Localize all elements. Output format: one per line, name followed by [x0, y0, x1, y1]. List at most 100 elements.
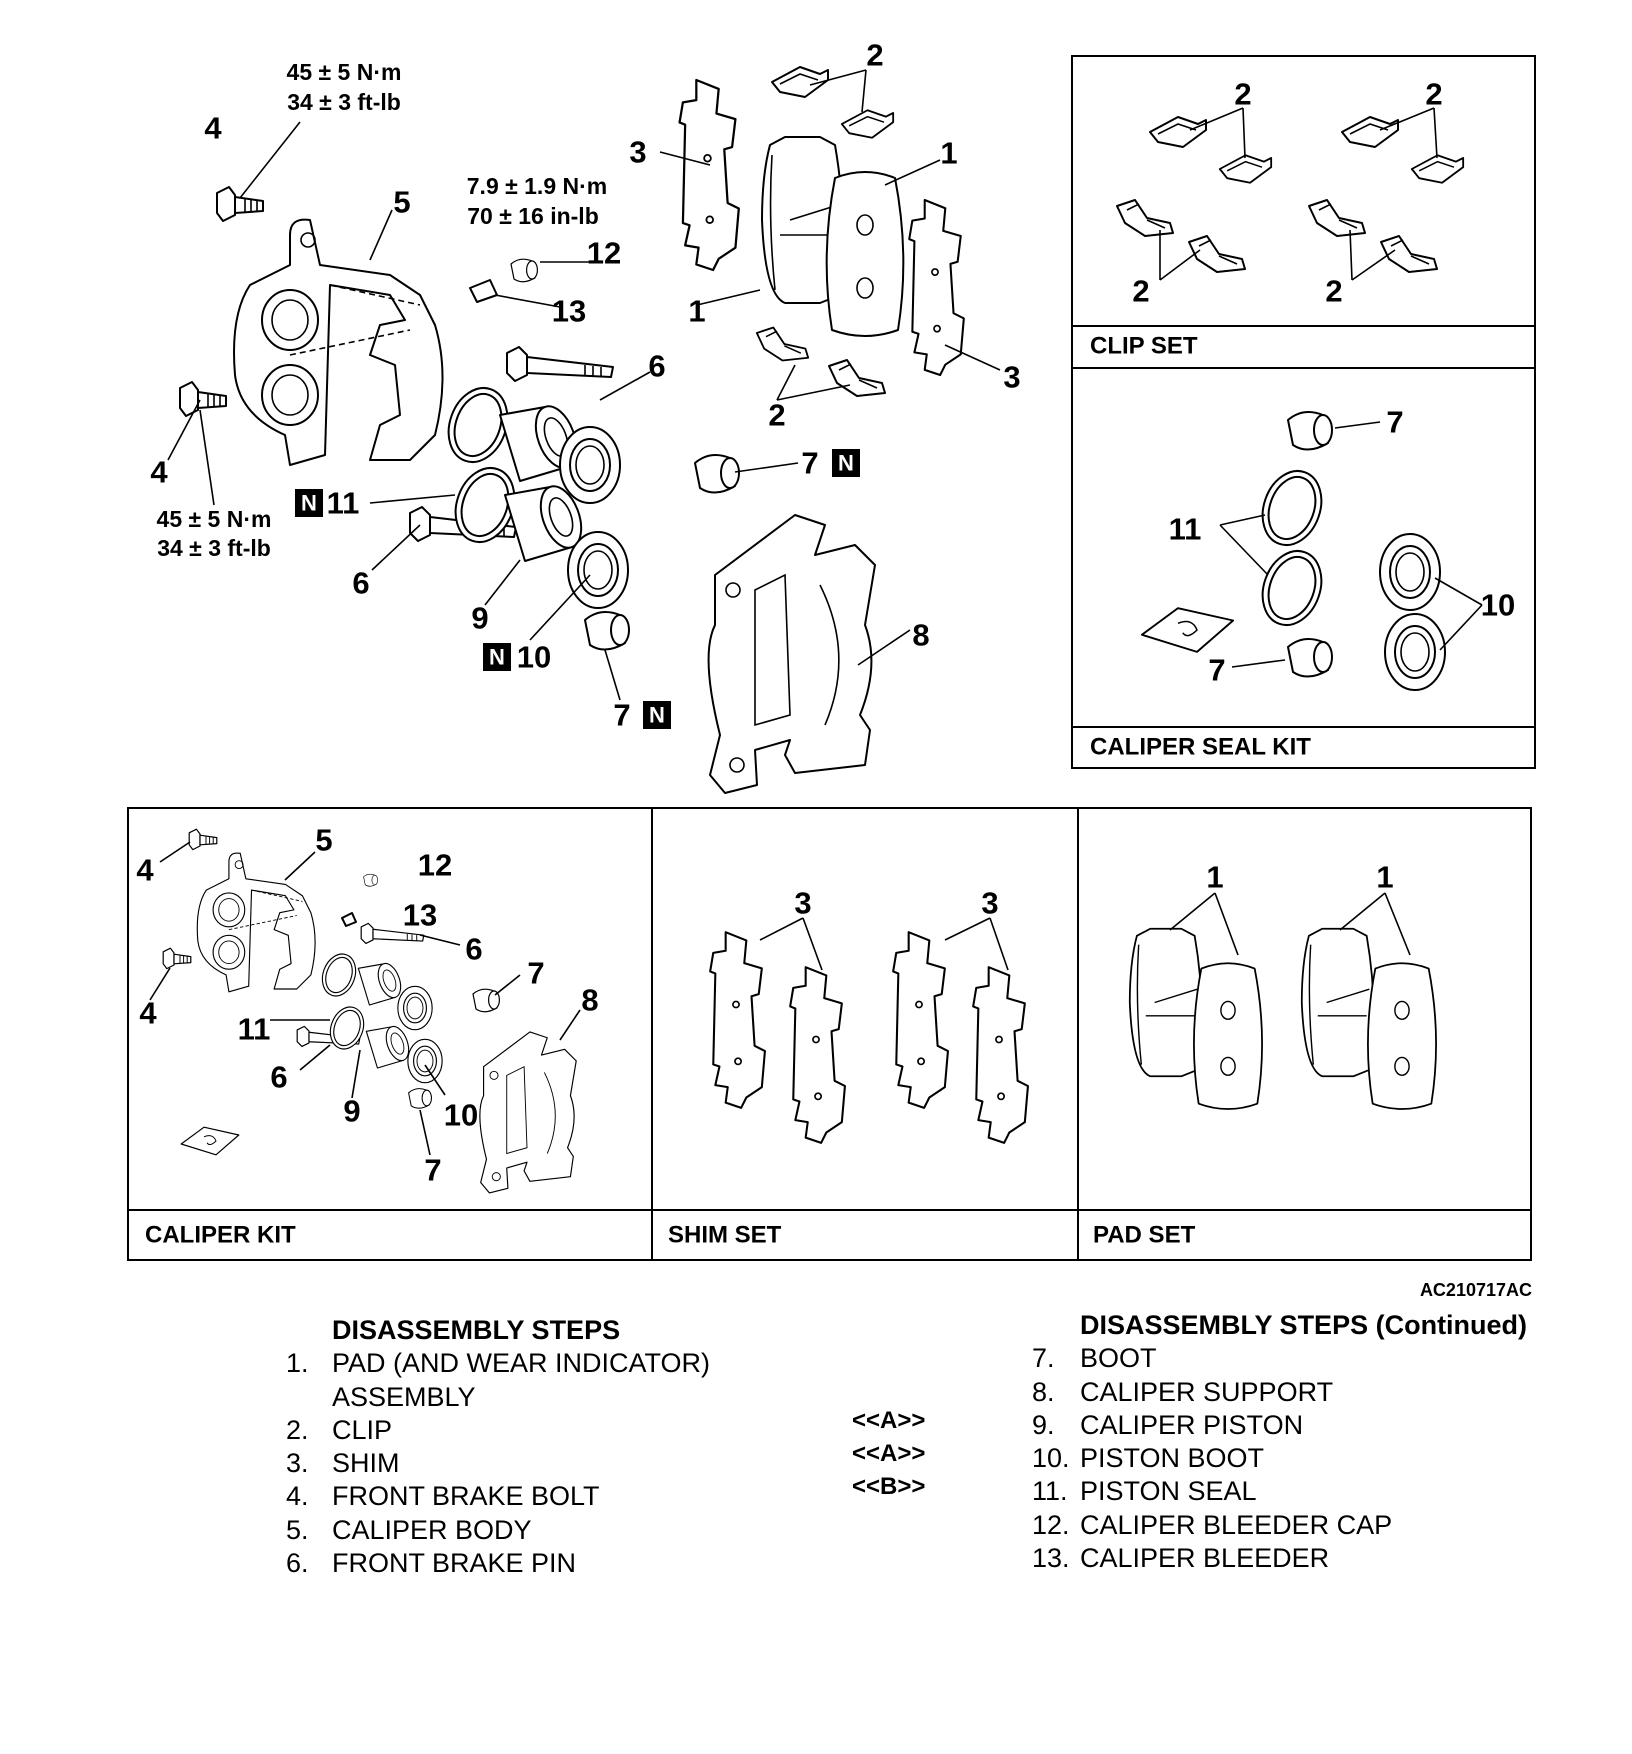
- step-item: 5.CALIPER BODY: [286, 1514, 532, 1545]
- step-item-cont: ASSEMBLY: [332, 1381, 476, 1412]
- svg-text:45 ± 5 N·m: 45 ± 5 N·m: [157, 506, 272, 532]
- svg-text:34 ± 3 ft-lb: 34 ± 3 ft-lb: [157, 535, 271, 561]
- caliper-seal-kit-label: CALIPER SEAL KIT: [1090, 734, 1311, 761]
- svg-text:12: 12: [418, 848, 452, 883]
- svg-text:5: 5: [315, 823, 332, 858]
- callout-12: 12: [587, 236, 621, 271]
- svg-text:7: 7: [1208, 653, 1225, 688]
- pad-set-label: PAD SET: [1093, 1222, 1196, 1249]
- step-item: 8.CALIPER SUPPORT: [1032, 1376, 1334, 1407]
- callout-2: 2: [866, 38, 883, 73]
- boot-upper: [694, 453, 740, 494]
- service-mark: <<B>>: [852, 1473, 926, 1500]
- shim-set-label: SHIM SET: [668, 1222, 782, 1249]
- clip-set-label: CLIP SET: [1090, 333, 1198, 360]
- svg-text:N: N: [649, 703, 665, 728]
- figure-code: AC210717AC: [1419, 1280, 1532, 1300]
- svg-text:10: 10: [1481, 588, 1515, 623]
- callout-3: 3: [1003, 360, 1020, 395]
- clip: [840, 109, 895, 139]
- svg-text:7: 7: [1386, 405, 1403, 440]
- callout-1: 1: [940, 136, 957, 171]
- callout-8: 8: [912, 618, 929, 653]
- main-exploded-view: 2 3 1 4 5 12 13 1 6 3 2 7 4 11 6 9 10 7 …: [150, 38, 1021, 794]
- svg-text:1: 1: [1206, 860, 1223, 895]
- step-item: 4.FRONT BRAKE BOLT: [286, 1481, 600, 1512]
- svg-text:45 ± 5 N·m: 45 ± 5 N·m: [287, 59, 402, 85]
- callout-7: 7: [801, 446, 818, 481]
- clip: [827, 358, 887, 398]
- leader-lines: [167, 69, 1001, 701]
- svg-text:4: 4: [136, 853, 154, 888]
- step-item: 12.CALIPER BLEEDER CAP: [1032, 1509, 1393, 1540]
- svg-text:4: 4: [139, 996, 157, 1031]
- steps-heading: DISASSEMBLY STEPS (Continued): [1080, 1310, 1528, 1340]
- new-part-badges: N N N N: [295, 449, 860, 729]
- clip: [755, 326, 810, 362]
- front-brake-bolt-lower: [179, 381, 227, 417]
- svg-text:3: 3: [981, 886, 998, 921]
- step-item: 6.FRONT BRAKE PIN: [286, 1548, 577, 1579]
- clip-set-panel: 2 2 2 2 CLIP SET: [1071, 55, 1536, 369]
- step-item: 2.CLIP: [286, 1414, 393, 1445]
- svg-text:6: 6: [465, 932, 482, 967]
- svg-text:9: 9: [343, 1094, 360, 1129]
- step-item: 7.BOOT: [1032, 1343, 1157, 1374]
- callout-7: 7: [613, 698, 630, 733]
- svg-text:8: 8: [581, 983, 598, 1018]
- callout-2: 2: [768, 398, 785, 433]
- caliper-body: [233, 218, 444, 466]
- svg-text:7: 7: [424, 1153, 441, 1188]
- svg-text:34 ± 3 ft-lb: 34 ± 3 ft-lb: [287, 89, 401, 115]
- svg-text:11: 11: [238, 1012, 271, 1047]
- shim-set-panel: 3 3 SHIM SET: [668, 886, 1029, 1249]
- callout-numbers: 2 3 1 4 5 12 13 1 6 3 2 7 4 11 6 9 10 7 …: [150, 38, 1020, 733]
- step-item: 3.SHIM: [286, 1448, 400, 1479]
- step-item: 1.PAD (AND WEAR INDICATOR): [286, 1348, 711, 1379]
- pad-outer: [825, 170, 905, 338]
- svg-text:2: 2: [1132, 274, 1149, 309]
- callout-3: 3: [629, 135, 646, 170]
- svg-text:N: N: [301, 491, 317, 516]
- callout-10: 10: [517, 640, 551, 675]
- piston-boot-lower: [567, 531, 629, 609]
- service-mark: <<A>>: [852, 1407, 926, 1434]
- front-brake-pin-upper: [506, 346, 614, 382]
- callout-13: 13: [552, 294, 586, 329]
- piston-boot-upper: [559, 426, 621, 504]
- svg-text:2: 2: [1234, 77, 1251, 112]
- svg-text:2: 2: [1425, 77, 1442, 112]
- bleeder-cap: [510, 258, 539, 283]
- callout-6: 6: [352, 566, 369, 601]
- caliper-kit-label: CALIPER KIT: [145, 1222, 296, 1249]
- svg-text:6: 6: [270, 1060, 287, 1095]
- svg-text:N: N: [489, 645, 505, 670]
- pad-set-panel: 1 1 PAD SET: [1093, 860, 1438, 1249]
- step-item: 11.PISTON SEAL: [1032, 1476, 1257, 1507]
- callout-5: 5: [393, 185, 410, 220]
- boot-lower: [584, 610, 630, 651]
- svg-text:7.9 ± 1.9 N·m: 7.9 ± 1.9 N·m: [467, 173, 607, 199]
- shim-outer: [908, 198, 965, 377]
- disassembly-steps-right: DISASSEMBLY STEPS (Continued) 7.BOOT 8.C…: [1032, 1309, 1527, 1575]
- service-mark: <<A>>: [852, 1440, 926, 1467]
- svg-text:3: 3: [794, 886, 811, 921]
- step-item: 13.CALIPER BLEEDER: [1032, 1543, 1330, 1574]
- torque-specs: 45 ± 5 N·m 34 ± 3 ft-lb 7.9 ± 1.9 N·m 70…: [157, 59, 608, 561]
- disassembly-steps-left: DISASSEMBLY STEPS 1.PAD (AND WEAR INDICA…: [286, 1314, 710, 1580]
- callout-6: 6: [648, 349, 665, 384]
- callout-9: 9: [471, 601, 488, 636]
- svg-text:70 ± 16 in-lb: 70 ± 16 in-lb: [467, 203, 599, 229]
- step-item: 10.PISTON BOOT: [1032, 1443, 1265, 1474]
- caliper-kit-panel: 5 4 12 13 6 7 8 4 11 6 9 10 7 CALIPER KI…: [136, 823, 598, 1249]
- caliper-bleeder: [469, 279, 498, 303]
- step-item: 9.CALIPER PISTON: [1032, 1409, 1304, 1440]
- front-brake-bolt-upper: [216, 186, 264, 222]
- svg-text:2: 2: [1325, 274, 1342, 309]
- callout-4: 4: [204, 111, 222, 146]
- svg-text:10: 10: [444, 1098, 478, 1133]
- shim-inner: [678, 78, 741, 272]
- svg-text:13: 13: [403, 898, 437, 933]
- steps-heading: DISASSEMBLY STEPS: [332, 1315, 621, 1345]
